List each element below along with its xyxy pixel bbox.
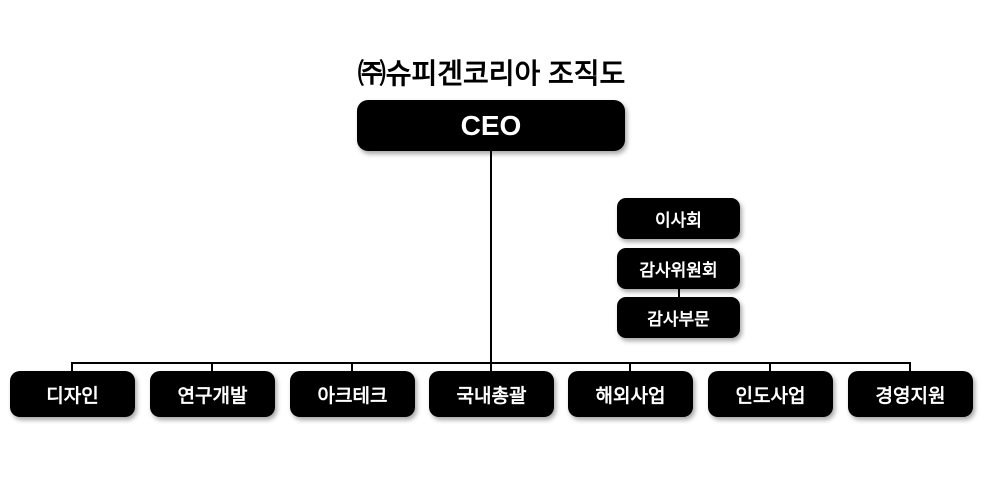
org-node-mgmt-support-label: 경영지원	[875, 385, 946, 407]
org-node-design: 디자인	[10, 371, 135, 417]
org-node-overseas: 해외사업	[568, 371, 693, 417]
org-node-audit-division-label: 감사부문	[647, 310, 710, 329]
org-node-audit-committee: 감사위원회	[617, 248, 740, 289]
connector-ceo-to-departments	[490, 151, 492, 372]
org-node-design-label: 디자인	[46, 385, 99, 407]
org-node-arctech-label: 아크테크	[317, 385, 388, 407]
connector-stub-rnd	[211, 362, 213, 372]
connector-departments-bar	[71, 362, 911, 364]
chart-title: ㈜슈피겐코리아 조직도	[357, 58, 626, 89]
org-node-mgmt-support: 경영지원	[848, 371, 973, 417]
connector-stub-india	[769, 362, 771, 372]
org-node-ceo: CEO	[357, 100, 625, 151]
connector-stub-design	[71, 362, 73, 372]
org-node-domestic-label: 국내총괄	[456, 385, 527, 407]
connector-auditcommittee-to-auditdivision	[678, 289, 680, 298]
org-node-india: 인도사업	[708, 371, 833, 417]
org-node-ceo-label: CEO	[460, 109, 522, 141]
org-node-board-label: 이사회	[655, 211, 702, 230]
org-node-rnd-label: 연구개발	[177, 385, 248, 407]
org-node-india-label: 인도사업	[735, 385, 806, 407]
org-node-arctech: 아크테크	[290, 371, 415, 417]
connector-stub-arctech	[351, 362, 353, 372]
connector-stub-overseas	[629, 362, 631, 372]
org-node-audit-division: 감사부문	[617, 297, 740, 338]
org-node-audit-committee-label: 감사위원회	[639, 261, 718, 280]
connector-stub-mgmt	[909, 362, 911, 372]
org-node-domestic: 국내총괄	[429, 371, 554, 417]
org-node-overseas-label: 해외사업	[595, 385, 666, 407]
org-node-rnd: 연구개발	[150, 371, 275, 417]
org-node-board: 이사회	[617, 198, 740, 239]
